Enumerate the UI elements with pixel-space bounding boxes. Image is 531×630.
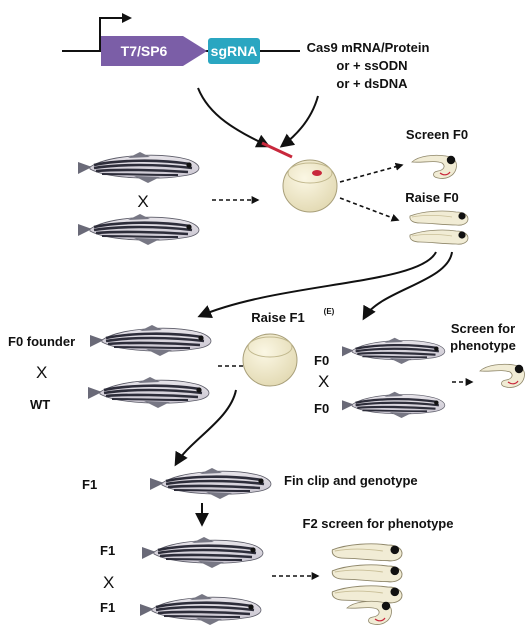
injection-components: Cas9 mRNA/Protein or + ssODN or + dsDNA xyxy=(307,40,430,91)
f1-cross-top-label: F1 xyxy=(100,543,115,558)
dsdna-line: or + dsDNA xyxy=(336,76,408,91)
cross-symbol-f1: X xyxy=(103,573,114,592)
injection-site xyxy=(312,170,322,176)
injection-needle xyxy=(262,143,292,157)
to-screen-f0-arrow xyxy=(340,165,402,182)
screen-f0-label: Screen F0 xyxy=(406,127,468,142)
construct-to-embryo-arrow xyxy=(198,88,268,146)
f2-screen-label: F2 screen for phenotype xyxy=(303,516,454,531)
f2-larva-1 xyxy=(332,544,402,561)
wt-label: WT xyxy=(30,397,50,412)
raise-f0-label: Raise F0 xyxy=(405,190,458,205)
injected-embryo xyxy=(283,160,337,212)
wt-fish xyxy=(88,377,209,408)
to-outcross-arrow xyxy=(200,252,436,316)
founder-fish xyxy=(90,325,211,356)
sgrna-label: sgRNA xyxy=(211,43,258,59)
f1-embryo xyxy=(243,334,297,386)
cross-symbol-top: X xyxy=(137,192,148,211)
cross-symbol-outcross: X xyxy=(36,363,47,382)
parent-fish-bottom xyxy=(78,214,199,245)
incross-fish-top xyxy=(342,338,445,364)
f2-larva-2 xyxy=(332,565,402,582)
incross-fish-bottom xyxy=(342,392,445,418)
parent-fish-top xyxy=(78,152,199,183)
raise-f1-label: Raise F1 xyxy=(251,310,304,325)
f1-cross-bottom-label: F1 xyxy=(100,600,115,615)
f2-larva-3 xyxy=(332,586,402,603)
incross-f0-bottom-label: F0 xyxy=(314,401,329,416)
ssodn-line: or + ssODN xyxy=(336,58,407,73)
cross-symbol-incross: X xyxy=(318,372,329,391)
f0-larva-1 xyxy=(410,211,468,225)
promoter-label: T7/SP6 xyxy=(121,43,168,59)
screen-phenotype-line1: Screen for xyxy=(451,321,515,336)
cas9-line: Cas9 mRNA/Protein xyxy=(307,40,430,55)
construct: T7/SP6 sgRNA xyxy=(62,18,300,66)
fin-clip-label: Fin clip and genotype xyxy=(284,473,418,488)
incross-f0-top-label: F0 xyxy=(314,353,329,368)
f0-larva-2 xyxy=(410,230,468,244)
f2-curled-larva xyxy=(347,601,392,624)
to-raise-f0-arrow xyxy=(340,198,398,220)
incross-screen-embryo xyxy=(480,364,525,387)
components-to-embryo-arrow xyxy=(282,96,318,146)
f1-cross-fish-top xyxy=(142,537,263,568)
f0-screen-embryo xyxy=(412,155,457,178)
marker-e-label: (E) xyxy=(324,307,335,316)
screen-phenotype-line2: phenotype xyxy=(450,338,516,353)
to-incross-arrow xyxy=(364,252,452,318)
f1-label: F1 xyxy=(82,477,97,492)
f0-founder-label: F0 founder xyxy=(8,334,75,349)
f1-cross-fish-bottom xyxy=(140,594,261,625)
f1-fish xyxy=(150,468,271,499)
